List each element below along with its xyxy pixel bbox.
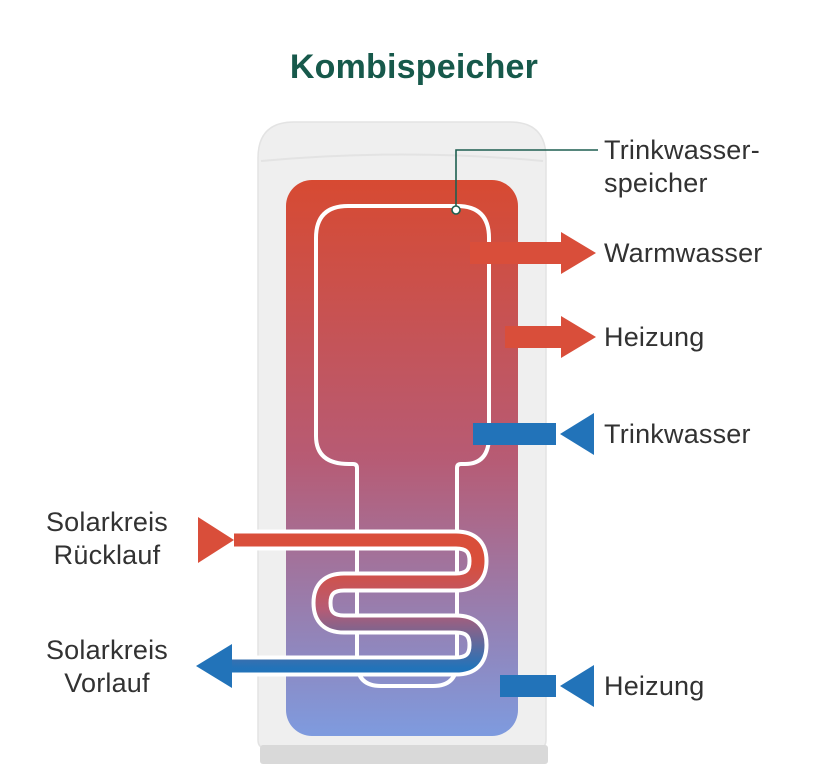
heizung-return-arrowhead <box>560 665 594 707</box>
buffer-water-gradient <box>286 180 518 736</box>
label-warmwasser: Warmwasser <box>604 238 763 268</box>
label-solar-flow-line1: Solarkreis <box>45 635 169 665</box>
label-solar-flow-line2: Vorlauf <box>64 668 150 698</box>
solar-return-arrowhead <box>198 517 234 563</box>
label-solar-return: Solarkreis Rücklauf <box>22 506 192 572</box>
label-heizung-return: Heizung <box>604 671 705 701</box>
warmwasser-arrow-shaft <box>470 242 561 264</box>
label-trinkwasser: Trinkwasser <box>604 419 751 449</box>
solar-coil <box>232 533 485 673</box>
trinkwasser-arrowhead <box>560 413 594 455</box>
warmwasser-arrowhead <box>561 232 596 274</box>
label-solar-return-line1: Solarkreis <box>45 507 169 537</box>
tank-base <box>260 745 548 764</box>
heizung-return-arrow-shaft <box>500 675 556 697</box>
heizung-flow-arrow-shaft <box>505 326 561 348</box>
inner-tank-outline <box>314 204 491 688</box>
label-inner-tank-line1: Trinkwasser- <box>604 135 760 165</box>
trinkwasser-arrow-shaft <box>473 423 556 445</box>
label-connector-line <box>455 149 598 206</box>
label-connector-dot <box>451 205 461 215</box>
label-inner-tank-line2: speicher <box>604 168 708 198</box>
label-heizung-flow: Heizung <box>604 322 705 352</box>
diagram-title: Kombispeicher <box>289 48 539 86</box>
label-inner-tank: Trinkwasser- speicher <box>604 134 760 200</box>
solar-flow-arrowhead <box>196 644 232 688</box>
tank-lid-seam <box>260 153 544 162</box>
heizung-flow-arrowhead <box>561 316 596 358</box>
label-solar-flow: Solarkreis Vorlauf <box>22 634 192 700</box>
label-solar-return-line2: Rücklauf <box>53 540 161 570</box>
